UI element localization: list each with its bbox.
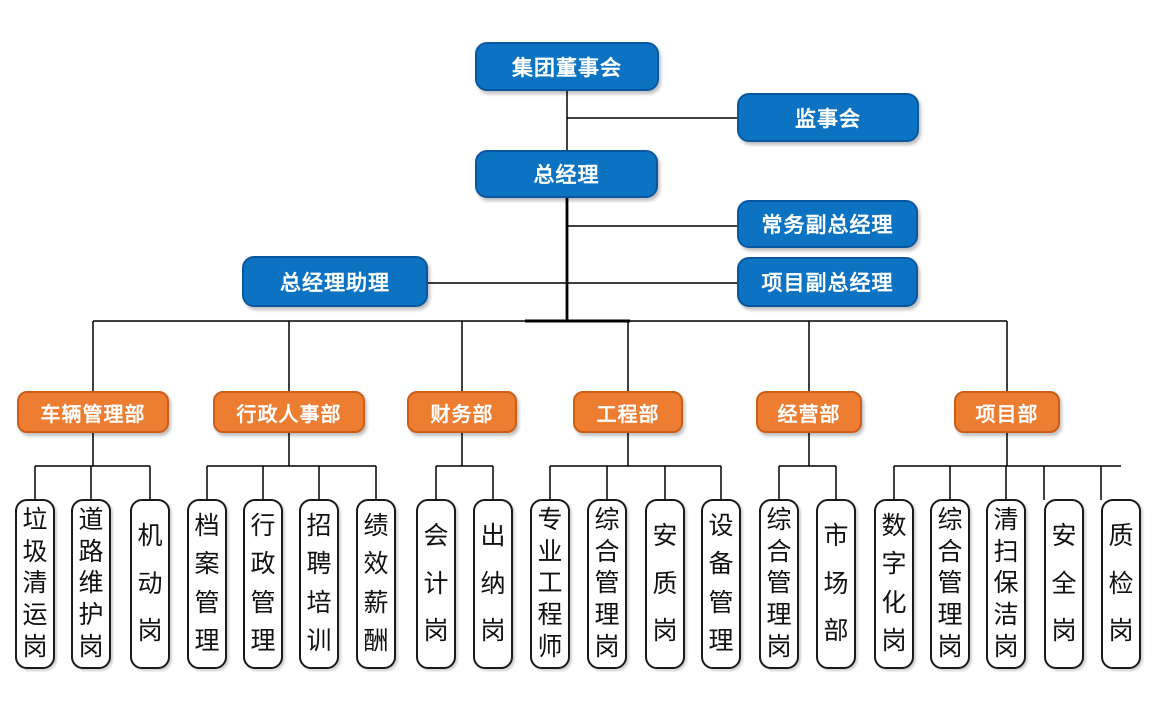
position-label: 道路维护岗 xyxy=(78,506,104,662)
position-label: 行政管理 xyxy=(250,513,276,655)
position-box[interactable]: 专业工程师 xyxy=(530,499,570,669)
position-box[interactable]: 安质岗 xyxy=(645,499,685,669)
position-box[interactable]: 综合管理岗 xyxy=(930,499,970,669)
position-label: 数字化岗 xyxy=(881,513,907,655)
position-box[interactable]: 绩效薪酬 xyxy=(356,499,396,669)
position-label: 出纳岗 xyxy=(480,522,506,646)
node-dept-admin-hr[interactable]: 行政人事部 xyxy=(213,391,365,433)
position-label: 安质岗 xyxy=(652,522,678,646)
position-label: 市场部 xyxy=(823,522,849,646)
position-label: 绩效薪酬 xyxy=(363,513,389,655)
position-label: 垃圾清运岗 xyxy=(22,506,48,662)
position-box[interactable]: 清扫保洁岗 xyxy=(986,499,1026,669)
position-box[interactable]: 数字化岗 xyxy=(874,499,914,669)
position-box[interactable]: 垃圾清运岗 xyxy=(15,499,55,669)
position-label: 综合管理岗 xyxy=(937,506,963,662)
position-box[interactable]: 质检岗 xyxy=(1101,499,1141,669)
position-box[interactable]: 市场部 xyxy=(816,499,856,669)
position-label: 机动岗 xyxy=(137,522,163,646)
position-label: 清扫保洁岗 xyxy=(993,506,1019,662)
position-box[interactable]: 档案管理 xyxy=(187,499,227,669)
position-box[interactable]: 道路维护岗 xyxy=(71,499,111,669)
node-dept-operations[interactable]: 经营部 xyxy=(756,391,862,433)
position-label: 综合管理岗 xyxy=(766,506,792,662)
position-box[interactable]: 机动岗 xyxy=(130,499,170,669)
node-general-manager[interactable]: 总经理 xyxy=(475,150,658,198)
position-label: 专业工程师 xyxy=(537,506,563,662)
node-gm-assistant[interactable]: 总经理助理 xyxy=(242,256,428,307)
position-box[interactable]: 设备管理 xyxy=(701,499,741,669)
position-box[interactable]: 招聘培训 xyxy=(299,499,339,669)
position-box[interactable]: 出纳岗 xyxy=(473,499,513,669)
node-project-deputy-gm[interactable]: 项目副总经理 xyxy=(737,257,918,307)
position-box[interactable]: 会计岗 xyxy=(416,499,456,669)
position-label: 招聘培训 xyxy=(306,513,332,655)
node-executive-deputy-gm[interactable]: 常务副总经理 xyxy=(737,200,918,248)
position-label: 设备管理 xyxy=(708,513,734,655)
node-dept-vehicle-management[interactable]: 车辆管理部 xyxy=(17,391,169,433)
node-dept-engineering[interactable]: 工程部 xyxy=(573,391,683,433)
node-dept-project[interactable]: 项目部 xyxy=(954,391,1060,433)
position-box[interactable]: 综合管理岗 xyxy=(759,499,799,669)
connector-group xyxy=(34,91,1121,500)
node-supervisory-board[interactable]: 监事会 xyxy=(737,93,919,142)
position-box[interactable]: 安全岗 xyxy=(1044,499,1084,669)
position-label: 质检岗 xyxy=(1108,522,1134,646)
position-box[interactable]: 行政管理 xyxy=(243,499,283,669)
node-board[interactable]: 集团董事会 xyxy=(475,42,659,91)
position-label: 安全岗 xyxy=(1051,522,1077,646)
position-label: 会计岗 xyxy=(423,522,449,646)
node-dept-finance[interactable]: 财务部 xyxy=(407,391,517,433)
position-box[interactable]: 综合管理岗 xyxy=(587,499,627,669)
position-label: 综合管理岗 xyxy=(594,506,620,662)
position-label: 档案管理 xyxy=(194,513,220,655)
